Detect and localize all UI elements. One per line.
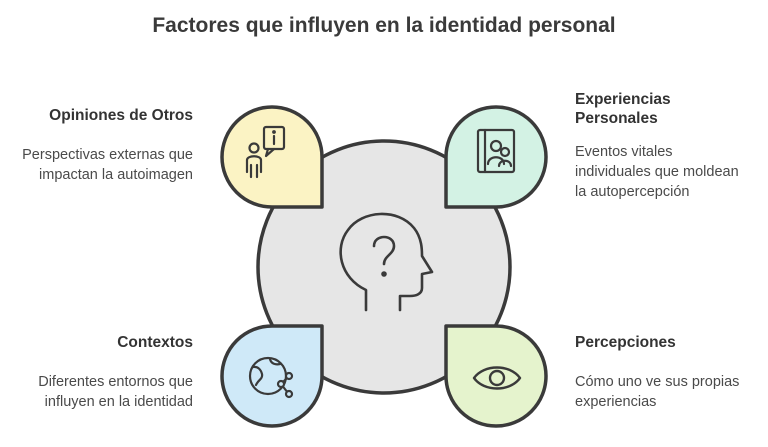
factor-shape-contextos <box>220 324 324 428</box>
factor-contextos: Contextos Diferentes entornos que influy… <box>3 333 193 412</box>
factor-heading: Experiencias Personales <box>575 91 671 127</box>
diagram-title: Factores que influyen en la identidad pe… <box>152 14 616 37</box>
head-question-icon <box>339 212 434 312</box>
factor-description: Diferentes entornos que influyen en la i… <box>38 374 193 410</box>
photo-album-icon <box>476 128 516 174</box>
factor-opiniones: Opiniones de Otros Perspectivas externas… <box>3 106 193 185</box>
factor-shape-opiniones <box>220 105 324 209</box>
factor-description: Eventos vitales individuales que moldean… <box>575 144 739 200</box>
globe-network-icon <box>248 356 294 399</box>
factor-description: Cómo uno ve sus propias experiencias <box>575 374 740 410</box>
factor-description: Perspectivas externas que impactan la au… <box>22 147 193 183</box>
factor-shape-percepciones <box>444 324 548 428</box>
factor-experiencias: Experiencias Personales Eventos vitales … <box>575 90 745 202</box>
factor-heading: Opiniones de Otros <box>49 107 193 124</box>
factor-heading: Percepciones <box>575 334 676 351</box>
person-info-icon <box>245 125 286 179</box>
factor-heading: Contextos <box>117 334 193 351</box>
factor-percepciones: Percepciones Cómo uno ve sus propias exp… <box>575 333 745 412</box>
eye-icon <box>472 366 522 390</box>
